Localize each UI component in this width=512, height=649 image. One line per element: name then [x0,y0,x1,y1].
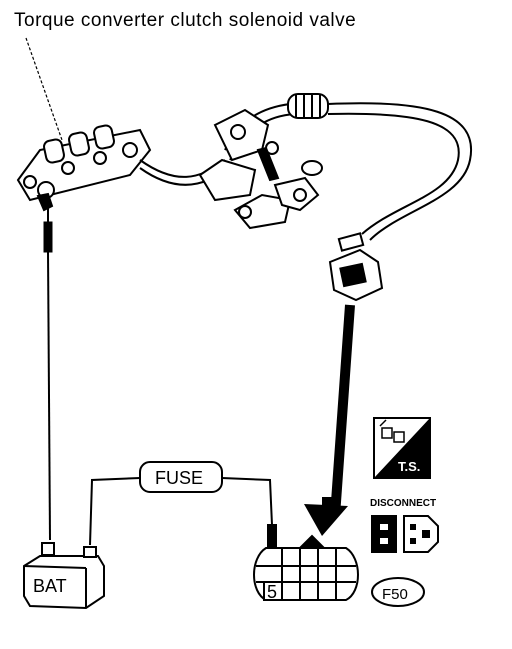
disconnect-label: DISCONNECT [370,498,436,509]
solenoid-valve-assembly [16,124,152,212]
connector-face [253,534,359,601]
battery [23,542,105,610]
ts-badge: T.S. [373,417,431,479]
disconnect-icon [371,515,439,553]
battery-label: BAT [33,576,67,596]
fuse-label: FUSE [155,468,203,488]
pointer-arrow [304,304,355,536]
connector-icon [379,419,405,443]
connector-code: F50 [382,586,408,603]
fuse-circuit [89,477,277,560]
diagram-title: Torque converter clutch solenoid valve [14,10,356,31]
harness-connector [328,232,384,302]
connector-code-badge: F50 [371,577,425,607]
probe-wire-left [43,205,53,541]
title-leader-line [25,37,63,141]
ts-label: T.S. [398,459,420,474]
valve-body-parts [198,108,323,230]
fuse: FUSE [139,461,223,493]
connector-pin-number: 5 [267,582,277,602]
